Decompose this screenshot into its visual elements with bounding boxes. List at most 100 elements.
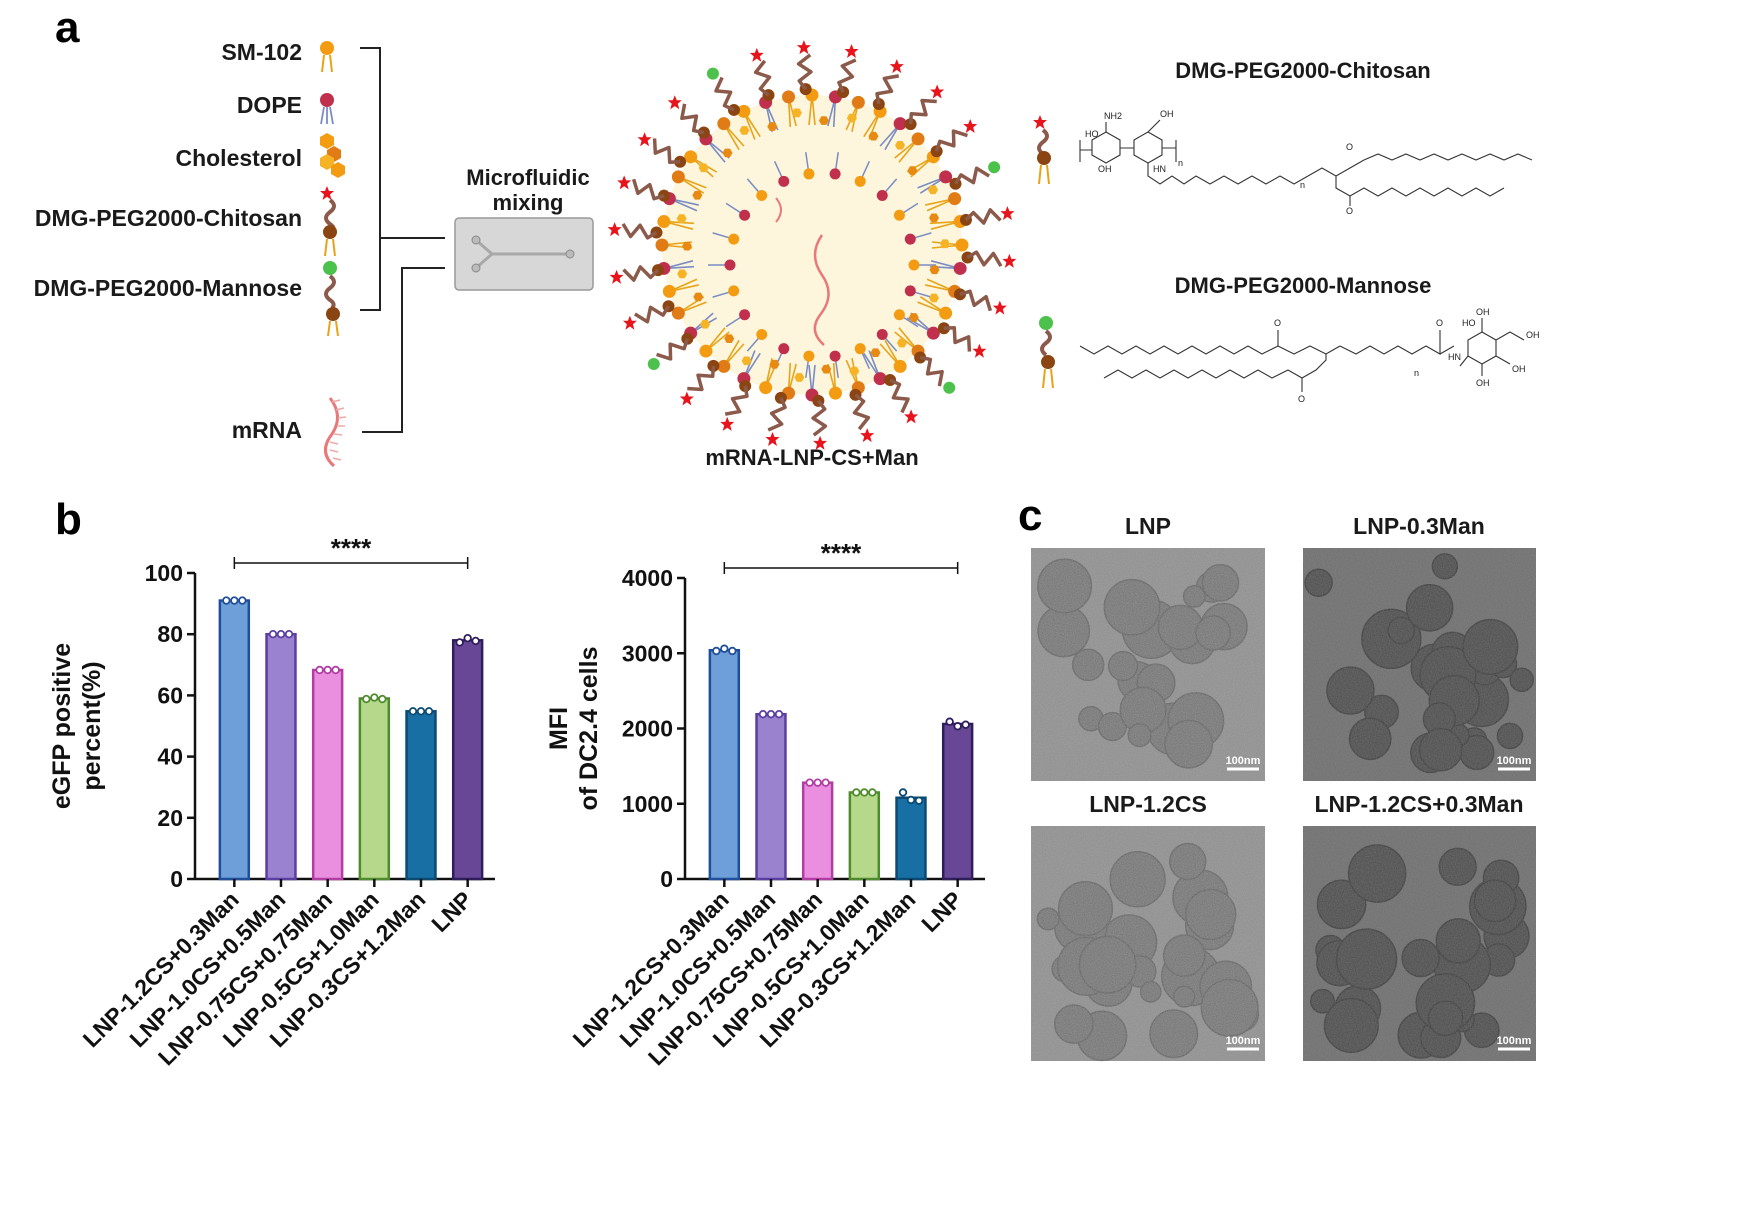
cholesterol-hex (870, 348, 881, 357)
peg-chain (720, 379, 752, 431)
data-point (914, 796, 924, 805)
data-point (758, 710, 768, 719)
peg-mannose-icon (323, 261, 340, 337)
outer-lipid (917, 170, 953, 194)
component-label-dope: DOPE (237, 92, 302, 118)
outer-lipid (805, 364, 819, 402)
bar (895, 796, 927, 881)
scale-bar-label: 100nm (1226, 1035, 1261, 1047)
cholesterol-hex (676, 214, 687, 223)
data-point (720, 644, 729, 653)
chem-label-oh-2: OH (1098, 164, 1112, 174)
mixing-title-line1: Microfluidic (466, 165, 589, 190)
chem-label-ho-2: HO (1462, 318, 1476, 328)
bar (941, 722, 974, 881)
inner-lipid (854, 160, 871, 187)
x-tick-label: LNP (426, 886, 477, 937)
chem-label-oh-6: OH (1476, 378, 1490, 388)
cholesterol-hex (724, 334, 735, 344)
inner-lipid (725, 309, 751, 328)
peg-chain (949, 161, 1001, 190)
inner-lipid (876, 329, 898, 352)
data-point (315, 665, 324, 675)
peg-chain (622, 300, 675, 330)
data-point (323, 665, 332, 675)
panel-label-c: c (1018, 491, 1042, 540)
inner-lipid (725, 202, 751, 221)
cholesterol-hex (767, 122, 778, 131)
peg-chain (930, 118, 978, 158)
inner-lipid (708, 259, 736, 271)
peg-chain (884, 374, 919, 424)
cholesterol-hex (741, 356, 752, 366)
tem-noise (1031, 826, 1265, 1061)
peg-chain (811, 394, 828, 450)
data-point (455, 638, 464, 647)
cholesterol-hex (929, 213, 940, 223)
y-axis-label: of DC2.4 cells (575, 647, 603, 811)
data-point (331, 665, 340, 675)
tem-noise (1303, 826, 1536, 1061)
y-tick-label: 80 (157, 621, 183, 647)
scale-bar-label: 100nm (1226, 755, 1261, 767)
tem-image: 100nm (1031, 826, 1265, 1062)
connector-lines (360, 47, 445, 433)
particle-label: mRNA-LNP-CS+Man (705, 445, 918, 470)
structure-title-chitosan: DMG-PEG2000-Chitosan (1175, 58, 1431, 83)
data-point (728, 646, 737, 656)
lnp-particle-illustration (607, 40, 1017, 450)
sm102-lipid-icon (320, 41, 334, 73)
cholesterol-hex (818, 116, 829, 125)
tem-title: LNP-1.2CS+0.3Man (1315, 791, 1524, 817)
peg-chain (914, 351, 956, 394)
data-point (953, 722, 962, 731)
peg-chain (679, 359, 720, 406)
component-label-mrna: mRNA (232, 417, 302, 443)
peg-chain (647, 332, 694, 371)
cholesterol-hex (896, 338, 907, 348)
data-point (408, 707, 418, 716)
bar (451, 639, 484, 881)
chem-label-o-3: O (1274, 318, 1281, 328)
outer-lipid (827, 90, 842, 127)
tem-image-grid: LNP100nmLNP-0.3Man100nmLNP-1.2CS100nmLNP… (1031, 513, 1536, 1062)
x-tick-label: LNP (916, 886, 967, 937)
inner-lipid (893, 202, 919, 221)
cholesterol-hex (908, 313, 919, 322)
outer-lipid (930, 260, 967, 275)
peg-chain (959, 206, 1015, 226)
outer-lipid (879, 117, 907, 151)
dope-lipid-icon (320, 93, 334, 125)
cholesterol-hex (791, 108, 802, 118)
outer-lipid (863, 350, 887, 386)
peg-chain (607, 222, 663, 240)
significance-label: **** (821, 538, 862, 568)
peg-chain (609, 264, 665, 284)
chitosan-structure-icon: NH2 OH HO OH HN n O n O (1033, 109, 1533, 216)
data-point (712, 646, 721, 656)
tem-image: 100nm (1303, 548, 1536, 781)
inner-lipid (803, 152, 815, 180)
data-point (230, 596, 239, 605)
data-point (276, 630, 286, 639)
cholesterol-hex (700, 319, 711, 329)
data-point (945, 717, 954, 726)
y-tick-label: 4000 (622, 565, 673, 591)
mrna-strand (813, 234, 830, 346)
chem-label-n-1: n (1178, 158, 1183, 168)
bar (311, 668, 344, 881)
tem-noise (1303, 548, 1536, 781)
data-point (813, 778, 822, 787)
peg-chain (706, 67, 740, 116)
y-axis-label: eGFP positive (48, 643, 76, 809)
peg-chain (837, 43, 859, 99)
peg-chain (796, 40, 813, 96)
bar (265, 632, 297, 881)
data-point (860, 788, 869, 797)
inner-lipid (712, 232, 740, 245)
peg-chain (872, 59, 904, 111)
inner-lipid (746, 329, 768, 352)
component-label-cholesterol: Cholesterol (175, 145, 302, 171)
component-label-peg-mannose: DMG-PEG2000-Mannose (34, 275, 302, 301)
